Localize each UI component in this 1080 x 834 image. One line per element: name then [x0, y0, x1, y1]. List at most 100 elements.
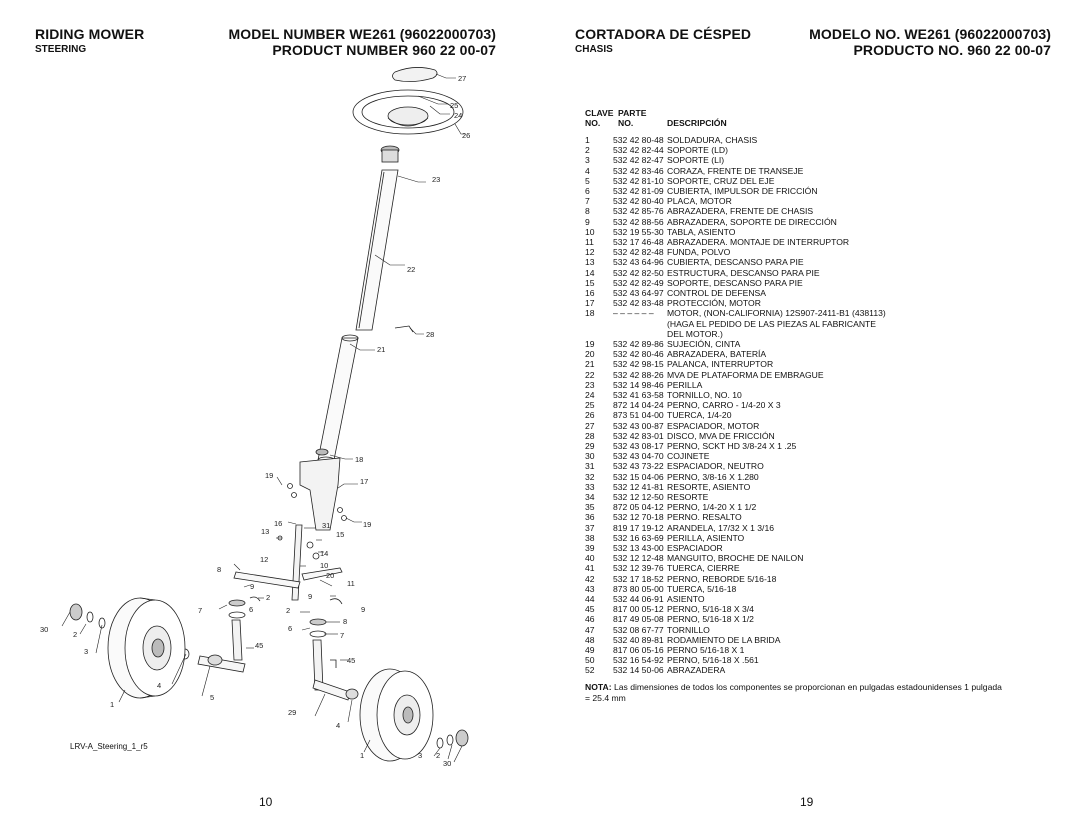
left-wheel-hardware-part — [69, 603, 106, 629]
right-title: CORTADORA DE CÉSPED — [575, 26, 752, 42]
row-part-number: 532 17 46-48 — [613, 237, 664, 247]
svg-text:8: 8 — [217, 565, 221, 574]
row-key: 37 — [585, 522, 595, 533]
row-description: ABRAZADERA, BATERÍA — [667, 349, 767, 360]
row-description: PROTECCIÓN, MOTOR — [667, 298, 761, 309]
row-key: 11 — [585, 237, 594, 247]
row-key: 2 — [585, 145, 590, 156]
row-key: 28 — [585, 430, 595, 441]
row-description: PERNO, 5/16-18 X 3/4 — [667, 604, 754, 615]
right-subtitle: CHASIS — [575, 44, 613, 55]
svg-text:45: 45 — [255, 641, 263, 650]
row-part-number: 532 43 08-17 — [613, 441, 664, 451]
row-key: 44 — [585, 594, 595, 604]
row-part-number: 532 42 80-46 — [613, 349, 664, 360]
row-part-number: 532 42 82-47 — [613, 155, 664, 166]
row-description: PERNO, 3/8-16 X 1.280 — [667, 471, 759, 482]
row-key: 46 — [585, 614, 595, 625]
row-key: 50 — [585, 655, 595, 666]
right-front-wheel-part — [359, 668, 434, 762]
row-description: PERNO, CARRO - 1/4-20 X 3 — [667, 400, 781, 411]
row-key: 41 — [585, 563, 595, 574]
row-description: PERNO, 5/16-18 X 1/2 — [667, 614, 754, 625]
left-title: RIDING MOWER — [35, 26, 145, 42]
row-description: ESPACIADOR — [667, 543, 723, 553]
row-part-number: 872 14 04-24 — [613, 400, 664, 411]
row-part-number: 873 51 04-00 — [613, 410, 664, 421]
svg-text:17: 17 — [360, 477, 368, 486]
left-product-number: PRODUCT NUMBER 960 22 00-07 — [272, 42, 496, 58]
row-key: 18 — [585, 308, 595, 319]
row-key: 23 — [585, 379, 595, 390]
row-description: TABLA, ASIENTO — [667, 226, 736, 237]
svg-text:30: 30 — [443, 759, 451, 768]
row-key: 6 — [585, 186, 590, 196]
left-front-wheel-part — [107, 597, 186, 699]
row-part-number: 532 44 06-91 — [613, 594, 664, 604]
right-spindle-part — [309, 618, 359, 701]
svg-text:1: 1 — [110, 700, 114, 709]
row-description: SUJECIÓN, CINTA — [667, 339, 741, 349]
svg-text:2: 2 — [73, 630, 77, 639]
row-part-number: 872 05 04-12 — [613, 502, 664, 513]
row-key: 48 — [585, 634, 595, 645]
row-description: PERNO, 1/4-20 X 1 1/2 — [667, 502, 757, 513]
svg-text:29: 29 — [288, 708, 296, 717]
svg-text:2: 2 — [286, 606, 290, 615]
steering-linkage-part — [233, 524, 343, 605]
svg-text:1: 1 — [360, 751, 364, 760]
row-part-number: 532 14 98-46 — [613, 379, 664, 390]
row-part-number: 532 42 81-09 — [613, 186, 664, 196]
row-description: RESORTE, ASIENTO — [667, 481, 751, 492]
svg-text:8: 8 — [343, 617, 347, 626]
row-part-number: 817 00 05-12 — [613, 604, 664, 615]
note-label: NOTA: — [585, 682, 612, 692]
svg-text:30: 30 — [40, 625, 48, 634]
callout-leaders — [61, 73, 465, 763]
svg-text:3: 3 — [84, 647, 88, 656]
row-part-number: 532 42 98-15 — [613, 359, 664, 370]
row-key: 3 — [585, 155, 590, 166]
row-part-number: – – – – – – — [613, 308, 654, 319]
row-key: 13 — [585, 257, 595, 268]
row-part-number: 532 42 82-49 — [613, 277, 664, 288]
row-part-number: 532 42 88-56 — [613, 216, 664, 227]
row-description: PERNO 5/16-18 X 1 — [667, 645, 745, 655]
row-key: 22 — [585, 369, 595, 380]
svg-text:9: 9 — [308, 592, 312, 601]
th-key-top: CLAVE — [585, 108, 614, 118]
row-description: ASIENTO — [667, 594, 705, 604]
left-subtitle: STEERING — [35, 44, 87, 55]
row-description: TUERCA, CIERRE — [667, 563, 740, 574]
svg-text:6: 6 — [249, 605, 253, 614]
note-text: Las dimensiones de todos los componentes… — [585, 682, 1002, 703]
row-part-number: 532 19 55-30 — [613, 226, 664, 237]
row-description: SOPORTE (LD) — [667, 145, 728, 156]
svg-text:5: 5 — [210, 693, 214, 702]
row-part-number: 532 16 54-92 — [613, 655, 664, 666]
note: NOTA: Las dimensiones de todos los compo… — [585, 682, 1005, 703]
svg-text:19: 19 — [265, 471, 273, 480]
row-description: PERNO. RESALTO — [667, 512, 742, 523]
row-part-number: 532 43 64-97 — [613, 288, 664, 298]
row-part-number: 532 40 89-81 — [613, 634, 664, 645]
row-key: 14 — [585, 267, 595, 278]
row-description: ABRAZADERA — [667, 665, 726, 676]
row-key: 43 — [585, 583, 595, 594]
steering-cap-part — [392, 67, 438, 82]
row-key: 17 — [585, 298, 595, 309]
right-product-number: PRODUCTO NO. 960 22 00-07 — [853, 42, 1051, 58]
row-key: 4 — [585, 165, 590, 176]
svg-text:14: 14 — [320, 549, 328, 558]
svg-text:21: 21 — [377, 345, 385, 354]
steering-shaft-part — [355, 169, 399, 331]
row-description: SOPORTE (LI) — [667, 155, 725, 166]
row-key: 1 — [585, 135, 590, 145]
svg-text:28: 28 — [426, 330, 434, 339]
row-part-number: 532 17 18-52 — [613, 573, 664, 584]
row-part-number: 532 12 41-81 — [613, 481, 664, 492]
row-key: 52 — [585, 665, 595, 676]
steering-hub-part — [380, 145, 400, 163]
svg-text:31: 31 — [322, 521, 330, 530]
